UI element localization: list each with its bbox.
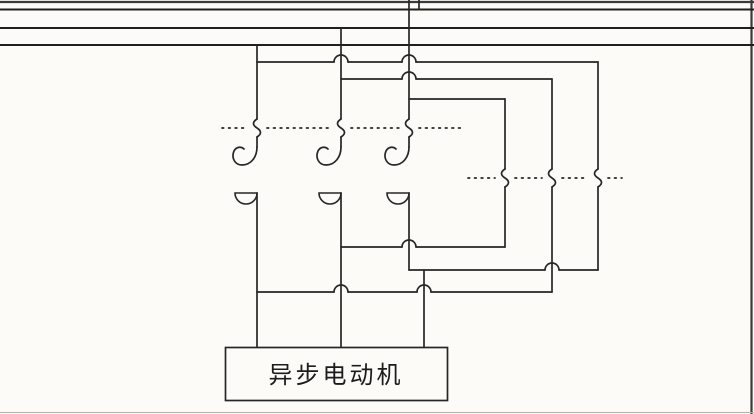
switch-contact-disc xyxy=(386,192,410,205)
motor-box: 异步电动机 xyxy=(224,346,449,402)
wire-hop xyxy=(416,284,432,293)
linkage-squiggle xyxy=(404,118,414,138)
motor-label: 异步电动机 xyxy=(269,361,404,389)
switch-contact-disc xyxy=(234,192,258,205)
linkage-squiggle xyxy=(593,168,603,188)
linkage-squiggle xyxy=(336,118,346,138)
power-bus-lines xyxy=(0,8,754,46)
wire-hop xyxy=(401,71,417,80)
feeder-phase-b xyxy=(316,27,346,349)
feeder-phase-a xyxy=(232,44,262,349)
motor-outline xyxy=(224,346,449,402)
linkage-squiggle xyxy=(252,118,262,138)
switch-contact-disc xyxy=(318,192,342,205)
linkage-squiggle xyxy=(500,168,510,188)
switch-contact-hook xyxy=(232,146,258,166)
switch-contact-hook xyxy=(316,146,342,166)
switch-contact-hook xyxy=(384,146,410,166)
wire-hop xyxy=(401,239,417,248)
linkage-squiggle xyxy=(547,168,557,188)
crossover-wires xyxy=(256,54,603,293)
feeder-phase-c xyxy=(384,0,425,349)
wire-hop xyxy=(333,54,349,63)
mechanical-linkage-dashed-lines xyxy=(221,127,623,179)
wire-hop xyxy=(401,54,417,63)
wire-hop xyxy=(544,262,560,271)
wire-hop xyxy=(333,284,349,293)
